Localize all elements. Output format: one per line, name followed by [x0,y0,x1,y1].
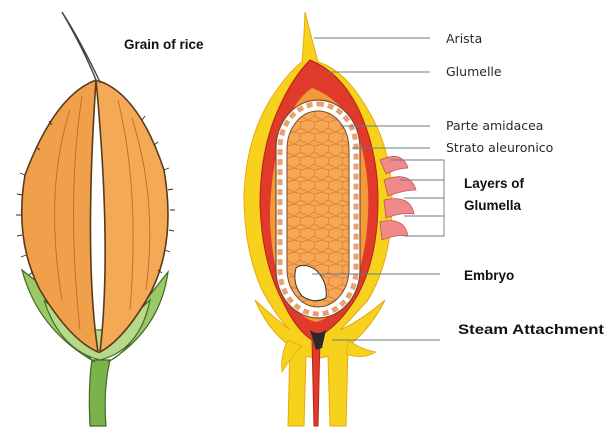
label-arista: Arista [446,31,482,46]
label-embryo: Embryo [464,268,514,283]
lower-prong-right [346,340,376,357]
label-glumelle: Glumelle [446,64,502,79]
label-layers-of: Layers of [464,176,525,191]
diagram-title: Grain of rice [124,37,204,52]
label-steam-attachment: Steam Attachment [458,322,605,337]
husk-right [96,80,168,352]
label-strato-aleuronico: Strato aleuronico [446,140,553,155]
stem [89,360,110,426]
label-glumella: Glumella [464,198,522,213]
label-parte-amidacea: Parte amidacea [446,118,543,133]
grain-cross-section [244,12,416,426]
husk-left [22,80,98,352]
whole-grain-illustration [16,12,175,426]
awn-tip [62,12,100,82]
